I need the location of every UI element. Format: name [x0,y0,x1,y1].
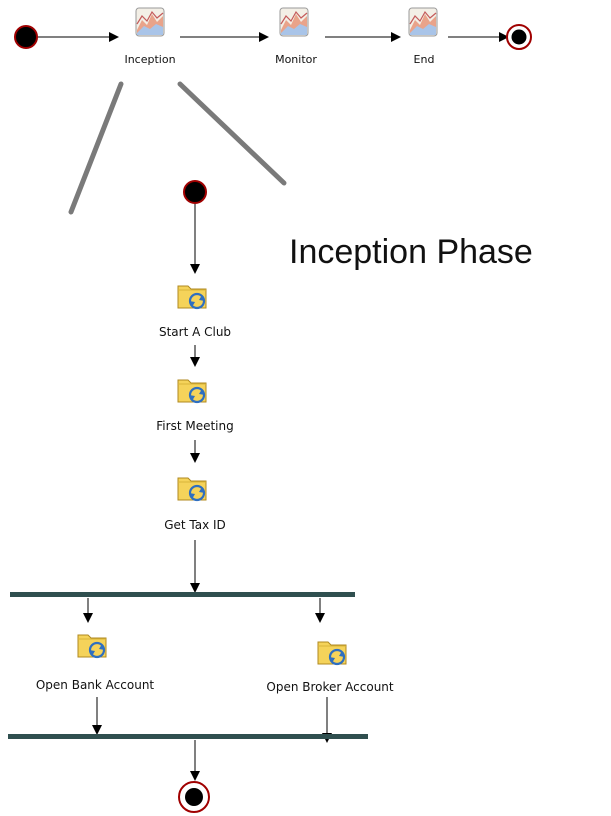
task-label-open-broker-account[interactable]: Open Broker Account [266,680,394,694]
callout-title: Inception Phase [289,233,533,271]
task-icon-start-a-club[interactable] [176,284,208,310]
task-label-start-a-club[interactable]: Start A Club [158,325,232,339]
callout-line [177,81,287,186]
phase-icon-end[interactable] [408,7,438,37]
phase-icon-monitor[interactable] [279,7,309,37]
sub-final-node [185,788,203,806]
task-label-get-tax-id[interactable]: Get Tax ID [164,518,226,532]
fork-bar [10,592,355,597]
final-node [511,29,527,45]
task-icon-first-meeting[interactable] [176,378,208,404]
task-icon-open-broker-account[interactable] [316,640,348,666]
phase-label-inception[interactable]: Inception [124,53,176,66]
phase-label-end[interactable]: End [413,53,435,66]
callout-line [68,81,124,215]
task-icon-get-tax-id[interactable] [176,476,208,502]
phase-icon-inception[interactable] [135,7,165,37]
phase-label-monitor[interactable]: Monitor [275,53,317,66]
start-node [14,25,38,49]
join-bar [8,734,368,739]
task-label-first-meeting[interactable]: First Meeting [156,419,234,433]
task-label-open-bank-account[interactable]: Open Bank Account [35,678,155,692]
task-icon-open-bank-account[interactable] [76,633,108,659]
sub-start-node [183,180,207,204]
